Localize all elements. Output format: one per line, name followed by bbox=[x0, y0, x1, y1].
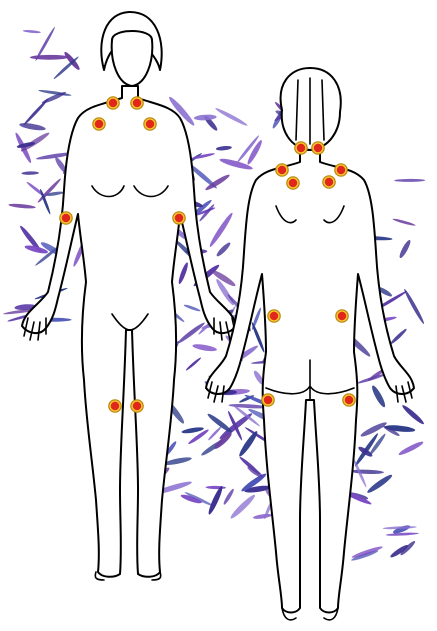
tender-point bbox=[109, 400, 121, 412]
background-leaf bbox=[216, 145, 232, 151]
tender-point bbox=[343, 394, 355, 406]
background-leaf bbox=[386, 532, 419, 536]
tender-point bbox=[262, 394, 274, 406]
tender-point bbox=[93, 118, 105, 130]
tender-point bbox=[107, 97, 119, 109]
background-leaf bbox=[246, 139, 264, 166]
tender-point bbox=[60, 212, 72, 224]
background-leaf bbox=[351, 469, 384, 474]
background-leaf bbox=[356, 373, 386, 385]
background-leaf bbox=[20, 131, 51, 153]
background-leaf bbox=[185, 357, 202, 372]
background-leaf bbox=[222, 488, 235, 506]
tender-point bbox=[295, 142, 307, 154]
tender-point-core bbox=[95, 120, 103, 128]
tender-point bbox=[268, 310, 280, 322]
background-leaf bbox=[192, 343, 217, 353]
background-leaf bbox=[253, 513, 272, 520]
background-leaf bbox=[194, 114, 217, 121]
background-leaf bbox=[214, 107, 248, 128]
tender-point-core bbox=[345, 396, 353, 404]
tender-point-core bbox=[264, 396, 272, 404]
background-leaf bbox=[206, 486, 226, 490]
tender-point-core bbox=[289, 179, 297, 187]
background-leaf bbox=[208, 211, 235, 248]
tender-point-core bbox=[175, 214, 183, 222]
tender-point-core bbox=[146, 120, 154, 128]
tender-point-core bbox=[325, 178, 333, 186]
tender-point bbox=[287, 177, 299, 189]
tender-point bbox=[336, 310, 348, 322]
background-leaf bbox=[21, 171, 38, 175]
tender-point bbox=[276, 164, 288, 176]
background-leaf bbox=[23, 29, 41, 33]
front-head bbox=[112, 31, 153, 86]
background-leaf bbox=[30, 55, 69, 60]
tender-point-core bbox=[111, 402, 119, 410]
tender-point-core bbox=[314, 144, 322, 152]
background-leaf bbox=[389, 328, 407, 346]
tender-point-core bbox=[297, 144, 305, 152]
tender-point bbox=[323, 176, 335, 188]
background-leaf bbox=[177, 262, 189, 285]
background-leaf bbox=[394, 179, 425, 182]
background-leaf bbox=[398, 239, 412, 259]
tender-point bbox=[144, 118, 156, 130]
background-leaf bbox=[351, 545, 383, 560]
tender-point bbox=[173, 212, 185, 224]
tender-point-core bbox=[133, 99, 141, 107]
tender-point-core bbox=[133, 402, 141, 410]
tender-point-core bbox=[109, 99, 117, 107]
tender-point bbox=[312, 142, 324, 154]
background-leaf bbox=[210, 268, 237, 288]
background-leaf bbox=[8, 203, 36, 209]
background-leaf bbox=[392, 218, 416, 227]
background-leaf bbox=[246, 465, 264, 479]
background-leaf bbox=[229, 493, 257, 521]
background-leaf bbox=[237, 430, 259, 458]
tender-point-core bbox=[62, 214, 70, 222]
background-leaf bbox=[398, 440, 425, 457]
background-leaf bbox=[366, 473, 394, 495]
background-leaf bbox=[183, 304, 201, 313]
tender-point-core bbox=[278, 166, 286, 174]
front-body-outline bbox=[22, 86, 236, 577]
background-leaf bbox=[190, 152, 215, 160]
background-leaf bbox=[177, 321, 206, 345]
background-leaf bbox=[215, 241, 232, 258]
background-leaf bbox=[19, 122, 46, 132]
background-leaf bbox=[370, 384, 387, 408]
background-leaf bbox=[403, 288, 426, 325]
tender-point bbox=[335, 164, 347, 176]
tender-point-core bbox=[337, 166, 345, 174]
tender-point bbox=[131, 400, 143, 412]
background-leaf bbox=[401, 403, 426, 425]
tender-point bbox=[131, 97, 143, 109]
tender-point-core bbox=[338, 312, 346, 320]
back-body-figure bbox=[206, 68, 414, 620]
tender-point-core bbox=[270, 312, 278, 320]
background-leaf bbox=[207, 485, 225, 516]
